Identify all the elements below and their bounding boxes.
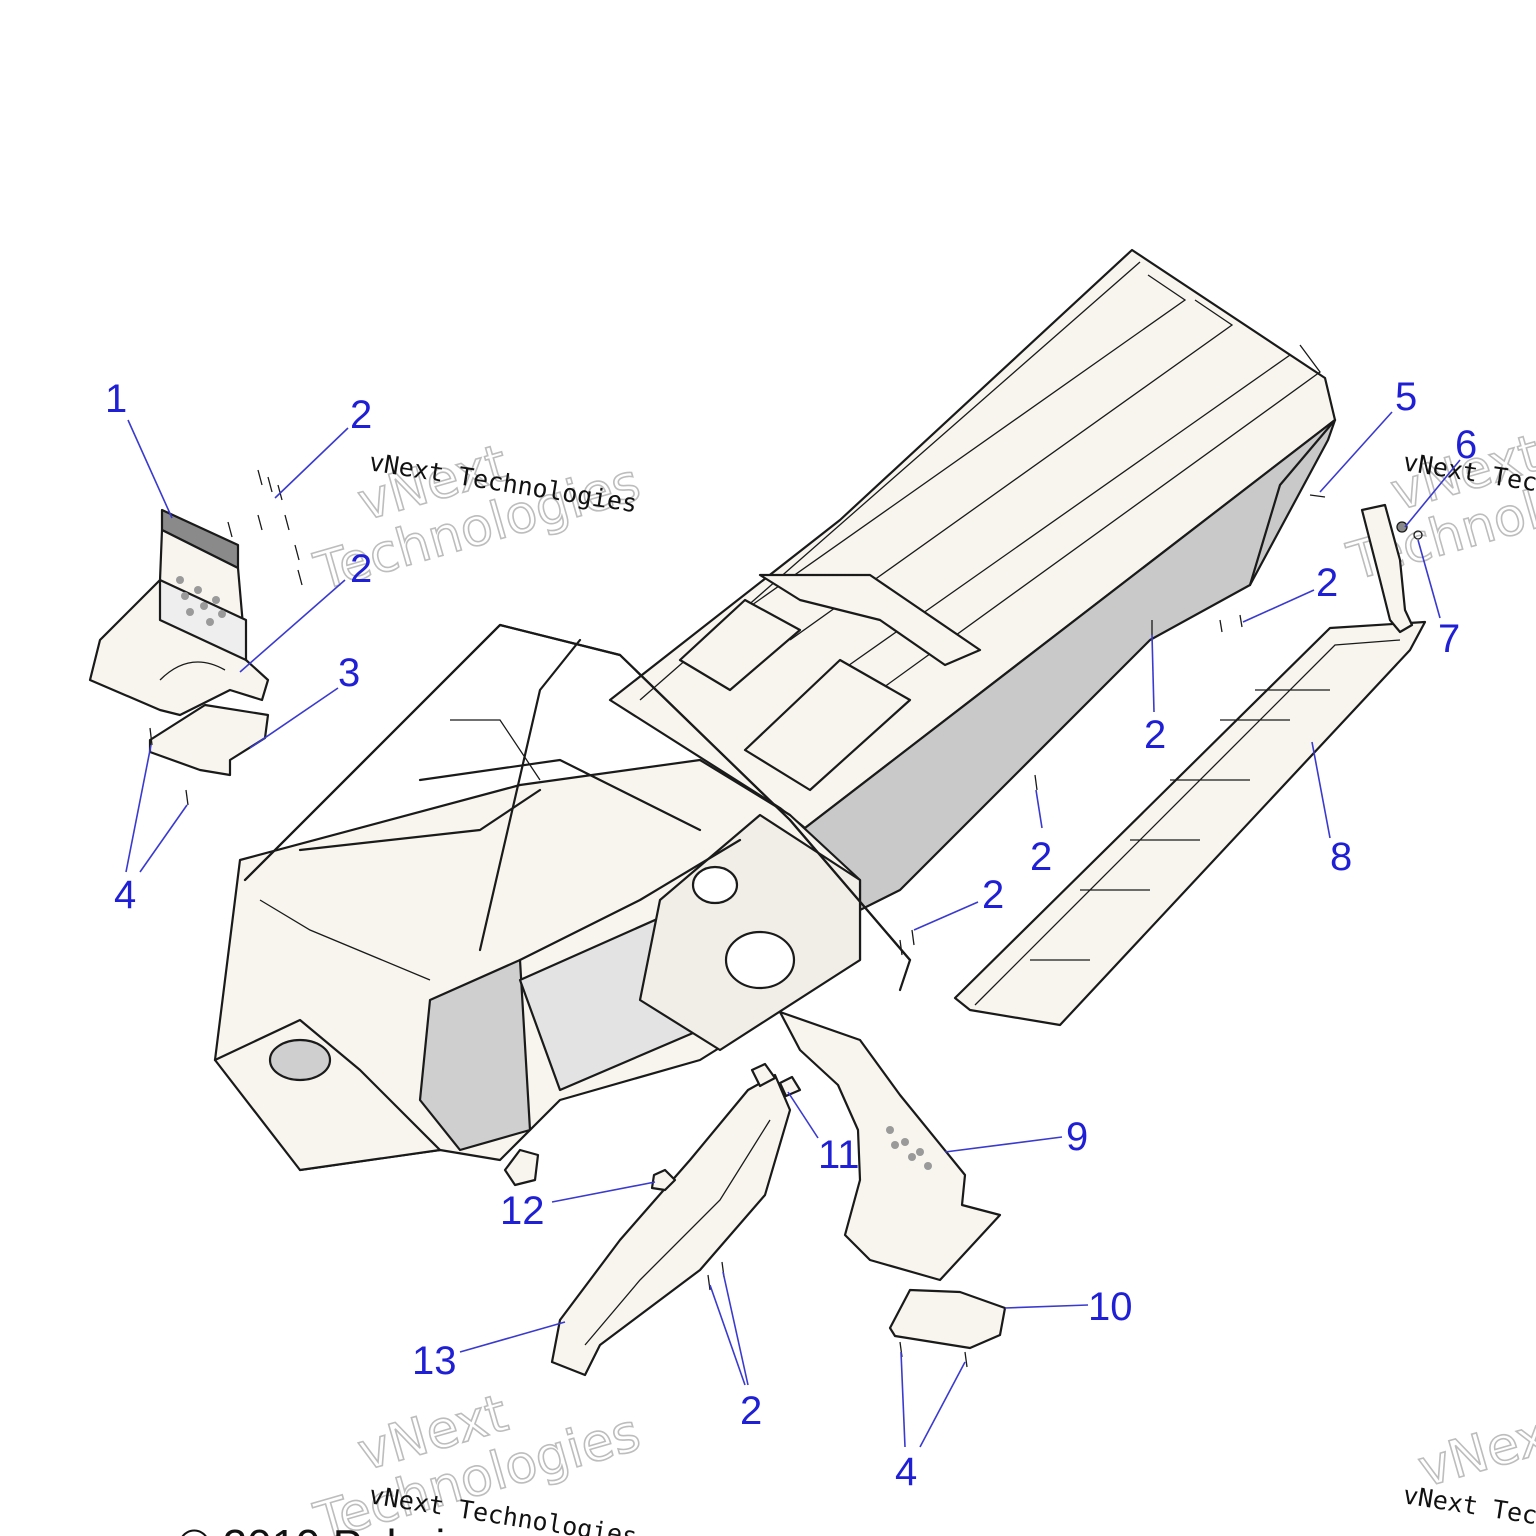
part-11-nut-b [778, 1075, 802, 1098]
callout-11: 11 [818, 1133, 860, 1177]
callout-labels: 1 2 2 3 4 5 6 7 2 2 2 2 8 9 11 12 13 10 … [105, 375, 1477, 1494]
rear-brace [758, 573, 982, 667]
part-12-bracket [503, 1148, 540, 1187]
callout-9: 9 [1066, 1115, 1088, 1159]
callout-2-a: 2 [350, 393, 372, 437]
chassis-assembly [213, 248, 1337, 1172]
callout-2-e: 2 [1030, 835, 1052, 879]
callout-1: 1 [105, 377, 127, 421]
rivet-group [149, 469, 1423, 1368]
part-3-plate [148, 703, 270, 777]
callout-12: 12 [500, 1189, 545, 1233]
callout-7: 7 [1438, 617, 1460, 661]
callout-2-f: 2 [982, 873, 1004, 917]
callout-2-d: 2 [1144, 713, 1166, 757]
callout-5: 5 [1395, 375, 1417, 419]
callout-13: 13 [412, 1339, 457, 1383]
callout-4-b: 4 [895, 1450, 917, 1494]
callout-2-g: 2 [740, 1389, 762, 1433]
part-9-plate [778, 1010, 1002, 1282]
callout-4-a: 4 [114, 873, 136, 917]
part-8-running-board [953, 620, 1427, 1027]
watermark-small-4: vNext Technologies [1401, 1480, 1536, 1536]
part-13-skid-plate [550, 1073, 792, 1377]
callout-6: 6 [1455, 423, 1477, 467]
part-11-nut-a [750, 1062, 777, 1088]
part-7-upright [1360, 503, 1414, 634]
callout-8: 8 [1330, 835, 1352, 879]
callout-2-b: 2 [350, 547, 372, 591]
callout-10: 10 [1088, 1285, 1133, 1329]
part-1-plate [88, 508, 270, 717]
leader-lines [125, 411, 1461, 1448]
part-12-nut [650, 1168, 677, 1192]
callout-2-c: 2 [1316, 561, 1338, 605]
copyright-text: © 2019 Polaris [178, 1521, 467, 1536]
bulkhead-shade [418, 958, 532, 1152]
callout-3: 3 [338, 651, 360, 695]
part-10-plate [888, 1288, 1007, 1350]
